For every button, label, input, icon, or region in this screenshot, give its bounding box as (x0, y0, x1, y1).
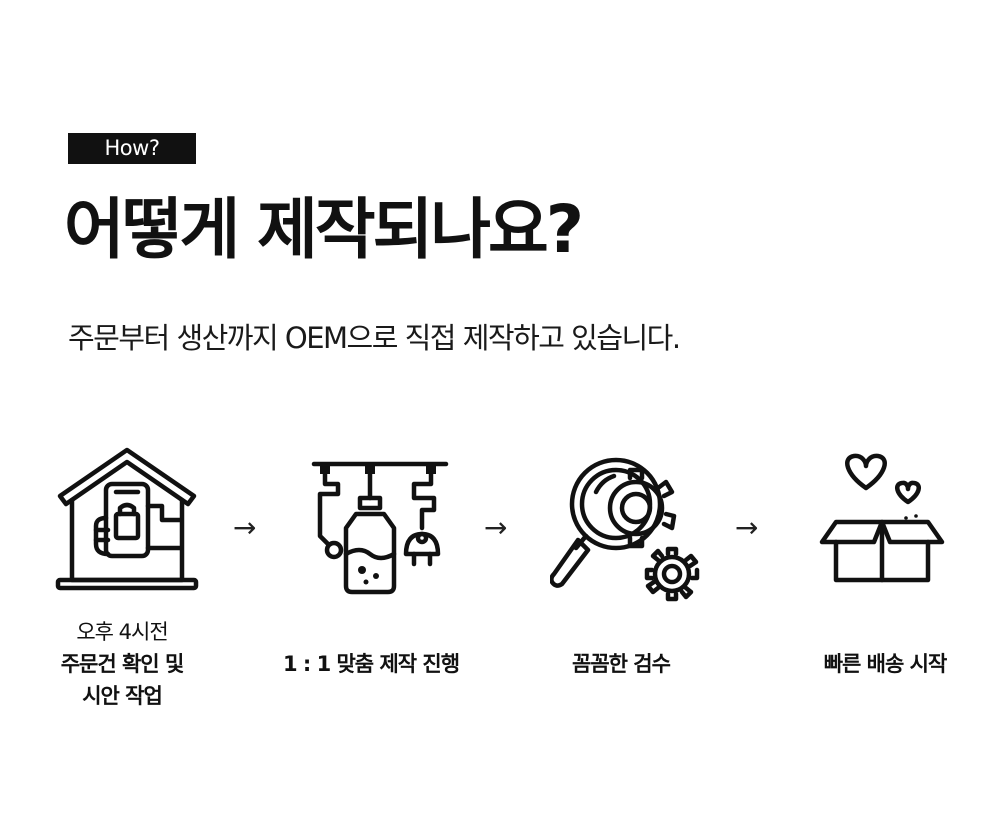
page-title: 어떻게 제작되나요? (64, 191, 584, 268)
how-badge: How? (68, 133, 196, 164)
house-phone-icon (55, 447, 199, 591)
production-line-icon (311, 461, 449, 595)
page-subtitle: 주문부터 생산까지 OEM으로 직접 제작하고 있습니다. (68, 321, 681, 355)
step-caption-4: 빠른 배송 시작 (823, 652, 948, 676)
box-hearts-icon (819, 453, 945, 583)
arrow-3: → (735, 511, 759, 544)
step-caption-1: 오후 4시전 주문건 확인 및 시안 작업 (60, 620, 185, 708)
arrow-1: → (233, 511, 257, 544)
step-caption-2: 1 : 1 맞춤 제작 진행 (282, 652, 460, 676)
arrow-2: → (484, 511, 508, 544)
step-caption-3: 꼼꼼한 검수 (572, 652, 671, 676)
magnifier-gear-icon (550, 457, 700, 602)
